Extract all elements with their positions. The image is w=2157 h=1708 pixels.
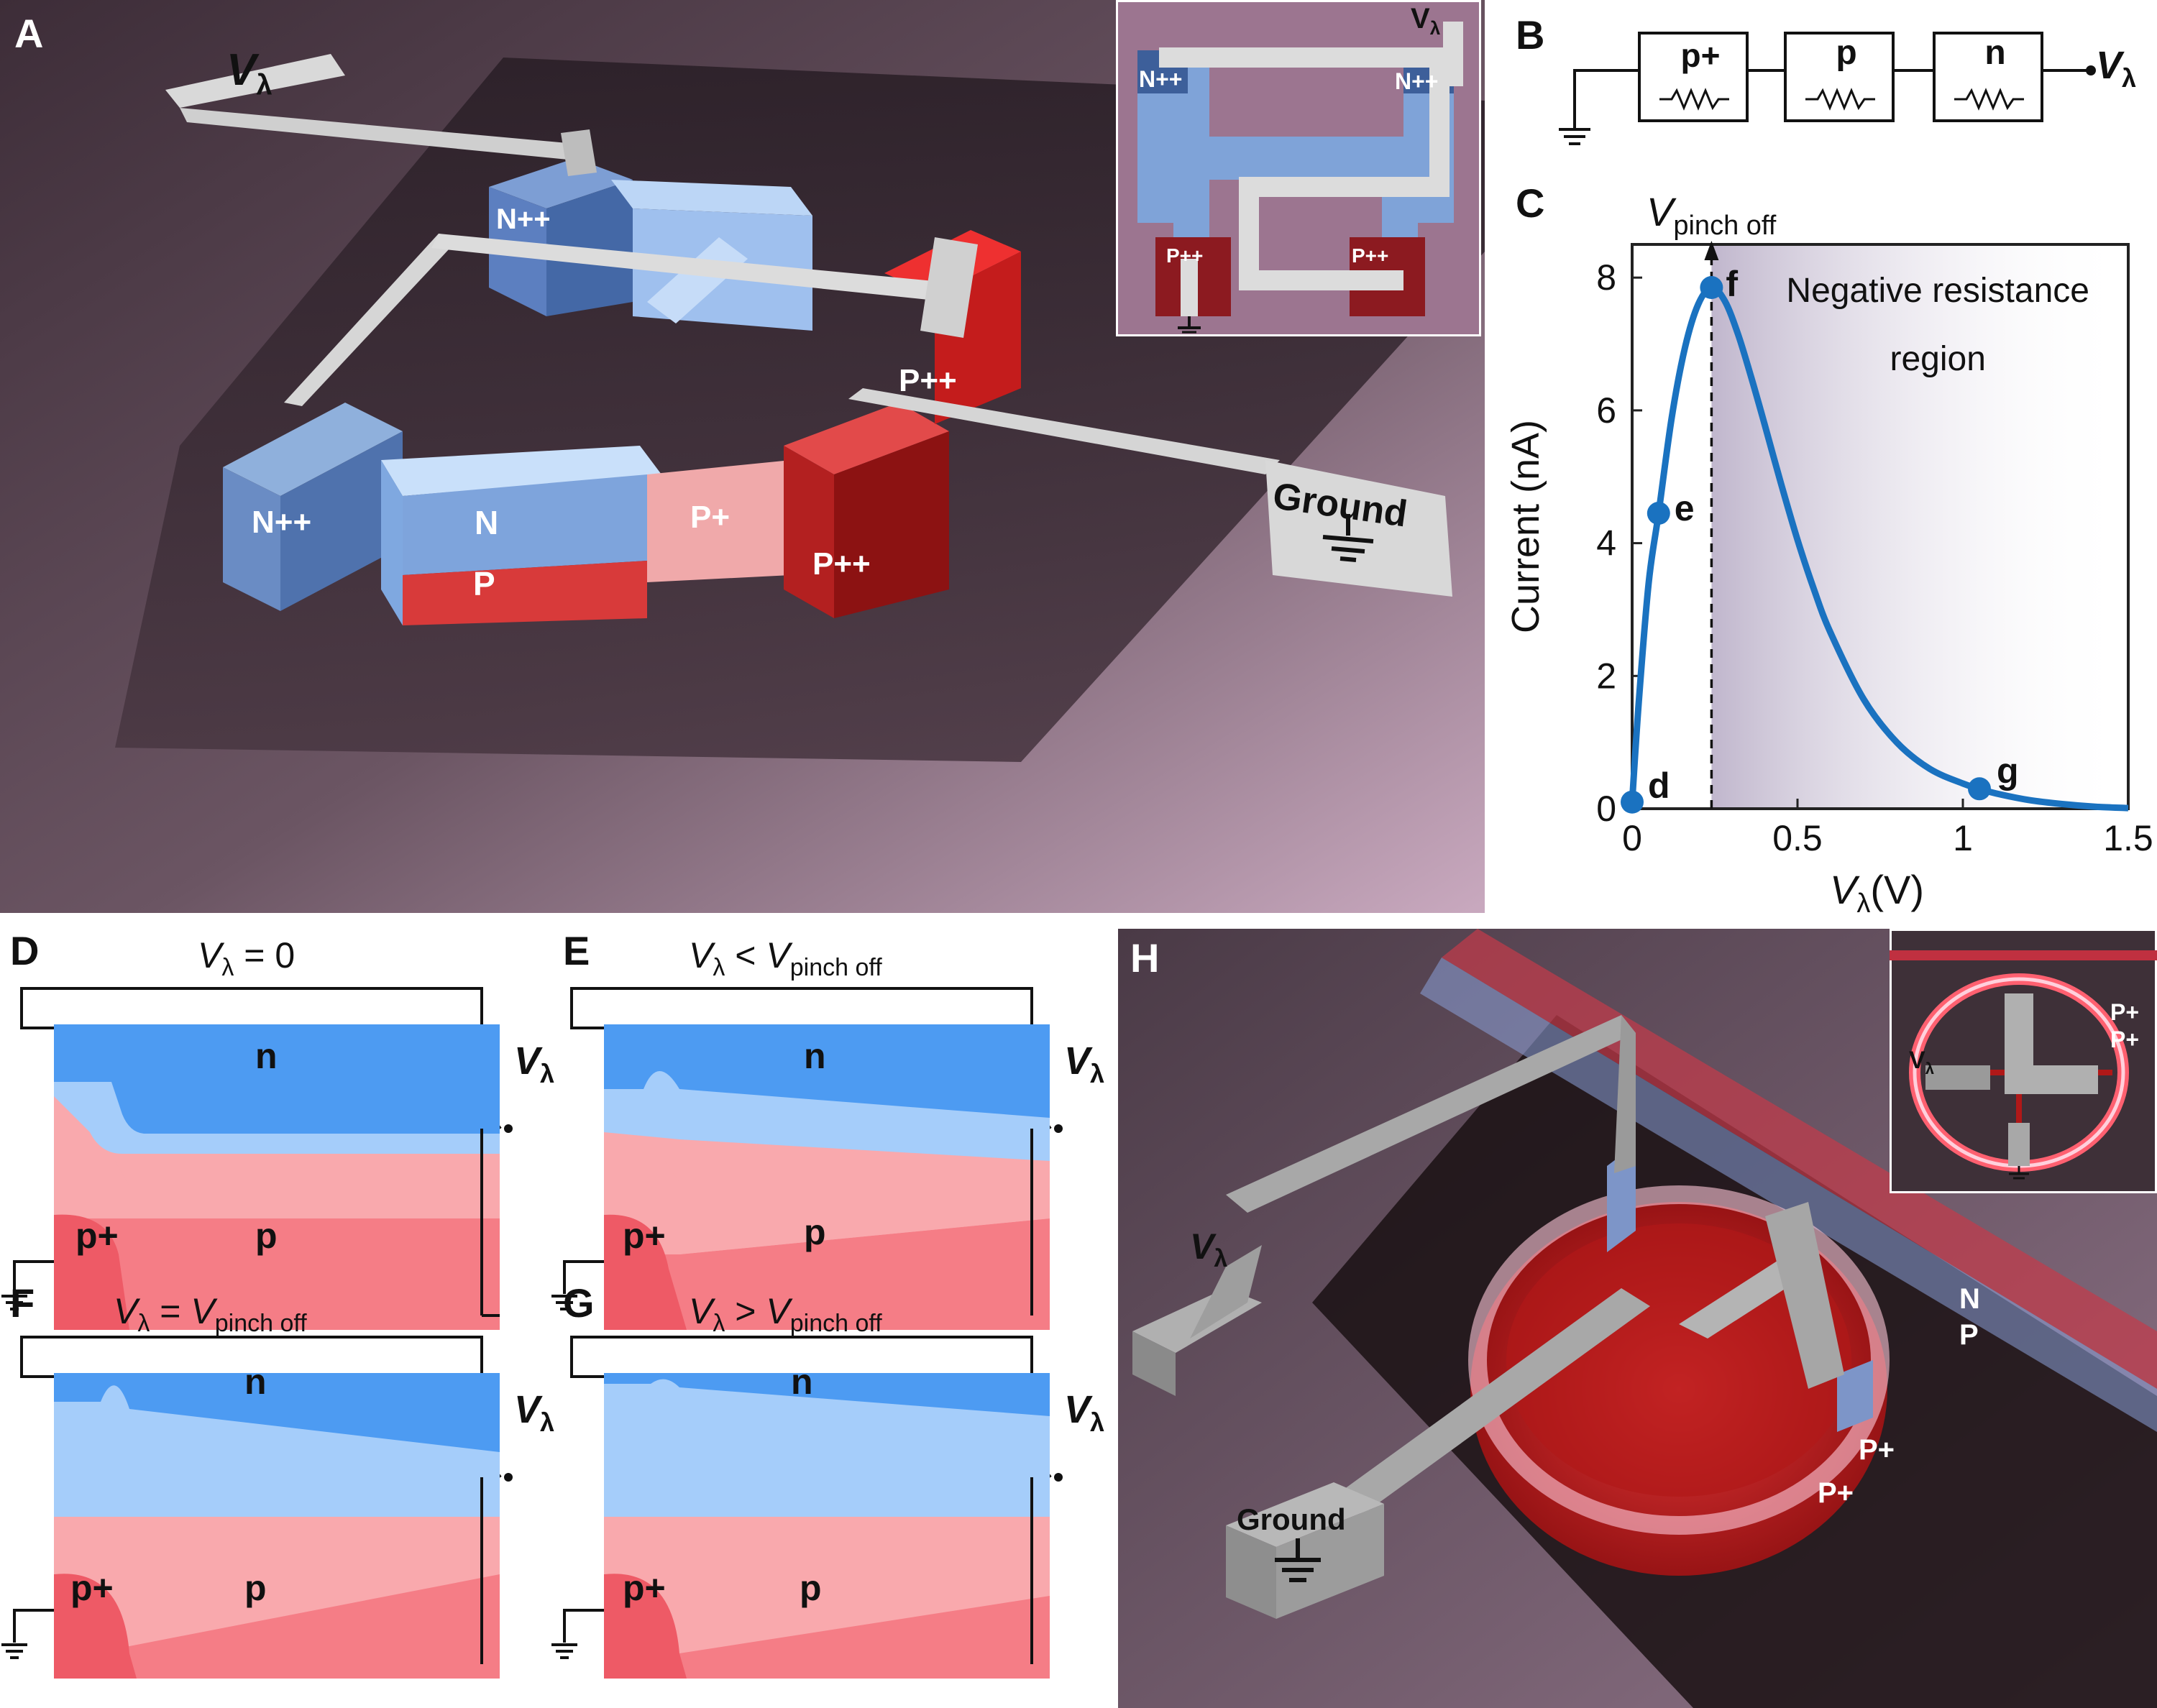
resistor-box-p <box>1784 32 1895 122</box>
negative-resistance-shade <box>1711 244 2128 809</box>
region-label-line1: Negative resistance <box>1786 272 2089 310</box>
inset-h-v-label: Vλ <box>1909 1047 1934 1078</box>
inset-a-pp-left: P++ <box>1166 244 1204 267</box>
panel-f-p: p <box>244 1568 267 1608</box>
region-label-line2: region <box>1890 340 1985 378</box>
panel-e-p: p <box>804 1212 826 1252</box>
chart-frame <box>1631 243 2130 810</box>
inset-a-nn-left: N++ <box>1139 66 1183 92</box>
panel-h-v-label: Vλ <box>1190 1226 1228 1272</box>
pinch-off-arrow <box>1704 241 1719 260</box>
panel-h-n-label: N <box>1959 1283 1980 1315</box>
panel-g-letter: G <box>563 1280 595 1326</box>
marked-point-f <box>1700 276 1723 300</box>
marked-point-label: g <box>1997 750 2019 791</box>
label-pp-back: P++ <box>899 363 957 398</box>
band-diagrams <box>1 987 1063 1679</box>
panel-c-letter: C <box>1516 180 1545 226</box>
panel-h-pplus-a: P+ <box>1859 1434 1895 1466</box>
y-tick-label: 2 <box>1596 656 1616 696</box>
panel-b-circuit <box>1559 32 2096 145</box>
panel-e-condition: Vλ < Vpinch off <box>689 935 882 981</box>
panel-b-letter: B <box>1516 12 1545 58</box>
ground-symbol-a <box>1322 514 1374 562</box>
panel-g-condition: Vλ > Vpinch off <box>689 1291 882 1337</box>
y-tick-label: 8 <box>1596 257 1616 298</box>
y-tick-label: 0 <box>1596 789 1616 829</box>
band-diagram-f <box>1 1336 513 1679</box>
resistor-box-n <box>1933 32 2043 122</box>
panel-h-ground-label: Ground <box>1237 1502 1346 1536</box>
panel-a-letter: A <box>14 11 44 56</box>
x-tick-label: 1.5 <box>2103 818 2153 858</box>
panel-f-n: n <box>244 1362 267 1402</box>
panel-e-n: n <box>804 1036 826 1076</box>
marked-point-d <box>1621 790 1644 814</box>
pinch-off-label: Vpinch off <box>1647 189 1777 242</box>
x-tick-label: 1 <box>1953 818 1973 858</box>
inset-a-v-label: Vλ <box>1411 3 1441 39</box>
panel-d-pplus: p+ <box>75 1216 119 1256</box>
y-tick-label: 4 <box>1596 523 1616 564</box>
marked-point-label: e <box>1675 488 1695 528</box>
panel-h-pplus-b: P+ <box>1818 1477 1854 1509</box>
label-p-mid: P <box>473 565 495 602</box>
band-diagram-g <box>551 1336 1063 1679</box>
panel-h-render <box>1118 929 2157 1708</box>
panel-a-inset <box>1116 0 1481 336</box>
label-nn-left: N++ <box>252 505 312 540</box>
band-diagram-d <box>1 987 513 1330</box>
marked-point-label: d <box>1648 766 1670 806</box>
resistor-box-pplus <box>1638 32 1749 122</box>
panel-f-pplus: p+ <box>70 1568 114 1608</box>
panel-b-v-label: Vλ <box>2096 44 2137 93</box>
x-tick-label: 0 <box>1622 818 1642 858</box>
panel-g-p: p <box>800 1568 822 1608</box>
resistor-label-pplus: p+ <box>1680 37 1721 74</box>
resistor-label-p: p <box>1836 34 1857 72</box>
marked-point-e <box>1647 502 1670 525</box>
panel-e-v: Vλ <box>1064 1039 1105 1088</box>
panel-f-condition: Vλ = Vpinch off <box>114 1291 307 1337</box>
x-tick-label: 0.5 <box>1772 818 1823 858</box>
panel-g-pplus: p+ <box>623 1568 666 1608</box>
panel-g-n: n <box>791 1362 813 1402</box>
panel-f-letter: F <box>10 1280 35 1326</box>
panel-h-letter: H <box>1130 935 1160 981</box>
label-n-mid: N <box>475 504 499 541</box>
band-diagram-e <box>551 987 1063 1330</box>
panel-d-n: n <box>255 1036 278 1076</box>
resistor-label-n: n <box>1984 34 2006 72</box>
panel-h-p-label: P <box>1959 1319 1979 1351</box>
marked-point-label: f <box>1726 264 1738 304</box>
panel-g-v: Vλ <box>1064 1388 1105 1437</box>
panel-a-v-label: Vλ <box>226 45 273 101</box>
panel-d-condition: Vλ = 0 <box>198 935 296 981</box>
current-voltage-chart: 0 0.5 1 1.5 0 2 4 6 8 d e f g Negative resistance r… <box>1504 241 2153 858</box>
marked-point-g <box>1968 777 1991 801</box>
label-pp-front: P++ <box>812 546 871 582</box>
inset-h-pplus-b: P+ <box>2110 1027 2140 1052</box>
y-tick-label: 6 <box>1596 390 1616 431</box>
panel-e-letter: E <box>563 928 590 973</box>
inset-h-pplus-a: P+ <box>2110 999 2140 1025</box>
panel-e-pplus: p+ <box>623 1216 666 1256</box>
x-axis-label: Vλ(V) <box>1830 867 1925 919</box>
inset-a-nn-right: N++ <box>1395 68 1439 94</box>
panel-d-letter: D <box>10 928 40 973</box>
inset-a-pp-right: P++ <box>1352 244 1389 267</box>
panel-d-p: p <box>255 1216 278 1256</box>
label-p-plus: P+ <box>690 500 731 535</box>
panel-h-inset <box>1890 929 2157 1193</box>
ground-symbol-h <box>1275 1538 1321 1582</box>
y-axis-label: Current (nA) <box>1504 420 1547 633</box>
label-nn-top: N++ <box>496 203 551 235</box>
panel-d-v: Vλ <box>514 1039 555 1088</box>
panel-f-v: Vλ <box>514 1388 555 1437</box>
